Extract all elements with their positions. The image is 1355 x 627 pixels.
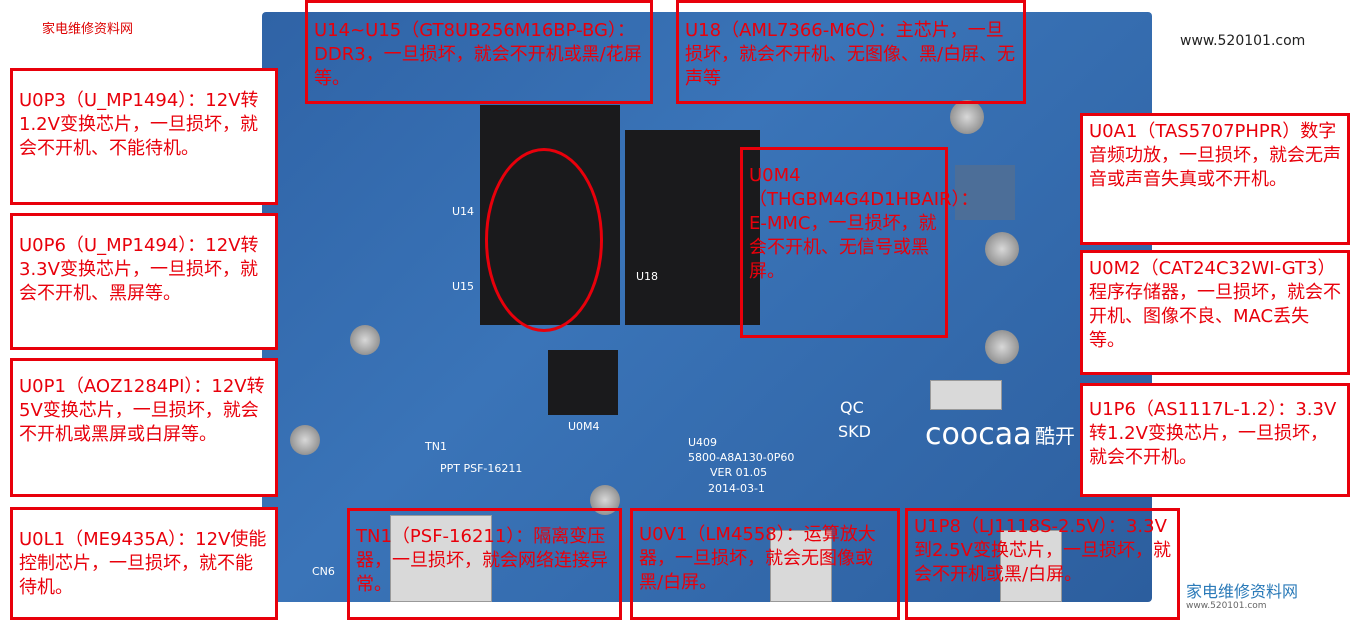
silk-u18: U18: [636, 270, 659, 283]
brand-logo: coocaa: [925, 417, 1032, 452]
annotation-u0p6: U0P6（U_MP1494）：12V转3.3V变换芯片，一旦损坏，就会不开机、黑…: [10, 213, 278, 350]
brand-logo-cn: 酷开: [1035, 424, 1075, 448]
annotation-u0a1: U0A1（TAS5707PHPR）数字音频功放，一旦损坏，就会无声音或声音失真或…: [1080, 113, 1350, 245]
silk-part-no: 5800-A8A130-0P60: [688, 451, 795, 464]
annotation-u14-u15: U14~U15（GT8UB256M16BP-BG）：DDR3，一旦损坏，就会不开…: [305, 0, 653, 104]
annotation-u0p1: U0P1（AOZ1284PI）：12V转5V变换芯片，一旦损坏，就会不开机或黑屏…: [10, 358, 278, 497]
watermark-text: 家电维修资料网: [42, 22, 134, 37]
logo-name: 家电维修资料网: [1186, 582, 1299, 601]
capacitor: [985, 232, 1019, 266]
silk-u15: U15: [452, 280, 475, 293]
annotation-u1p8: U1P8（LJ1118S-2.5V）：3.3V到2.5V变换芯片，一旦损坏，就会…: [905, 508, 1180, 620]
capacitor: [290, 425, 320, 455]
silk-u0m4: U0M4: [568, 420, 600, 433]
ethernet-jack: [390, 515, 492, 602]
silk-qc: QC: [840, 398, 864, 417]
silk-cn6: CN6: [312, 565, 335, 578]
capacitor: [985, 330, 1019, 364]
highlight-ellipse: [485, 148, 603, 332]
annotation-u18: U18（AML7366-M6C）：主芯片，一旦损坏，就会不开机、无图像、黑/白屏…: [676, 0, 1026, 104]
silk-ver: VER 01.05: [710, 466, 768, 479]
connector: [930, 380, 1002, 410]
soc-chip-u18: [625, 130, 760, 325]
annotation-u0m2: U0M2（CAT24C32WI-GT3）程序存储器，一旦损坏，就会不开机、图像不…: [1080, 250, 1350, 375]
silk-tn1: TN1: [425, 440, 447, 453]
annotation-u0m4: U0M4（THGBM4G4D1HBAIR）：E-MMC，一旦损坏，就会不开机、无…: [740, 147, 979, 338]
annotation-u1p6: U1P6（AS1117L-1.2）：3.3V转1.2V变换芯片，一旦损坏，就会不…: [1080, 383, 1350, 497]
silk-u409: U409: [688, 436, 718, 449]
annotation-tn1: TN1（PSF-16211）：隔离变压器，一旦损坏，就会网络连接异常。: [347, 508, 622, 620]
audio-chip-u0a1: [955, 165, 1015, 220]
silk-skd: SKD: [838, 422, 871, 441]
annotation-u0p3: U0P3（U_MP1494）：12V转1.2V变换芯片，一旦损坏，就会不开机、不…: [10, 68, 278, 205]
annotation-u0l1: U0L1（ME9435A）：12V使能控制芯片，一旦损坏，就不能待机。: [10, 507, 278, 620]
emmc-chip-u0m4: [548, 350, 618, 415]
site-url: www.520101.com: [1180, 33, 1306, 49]
silk-ppt: PPT PSF-16211: [440, 462, 523, 475]
usb-port: [770, 530, 832, 602]
capacitor: [950, 100, 984, 134]
logo-url: www.520101.com: [1186, 601, 1267, 611]
silk-u14: U14: [452, 205, 475, 218]
hdmi-port: [1000, 530, 1062, 602]
capacitor: [350, 325, 380, 355]
annotation-u0v1: U0V1（LM4558）：运算放大器，一旦损坏，就会无图像或黑/白屏。: [630, 508, 900, 620]
silk-date: 2014-03-1: [708, 482, 765, 495]
